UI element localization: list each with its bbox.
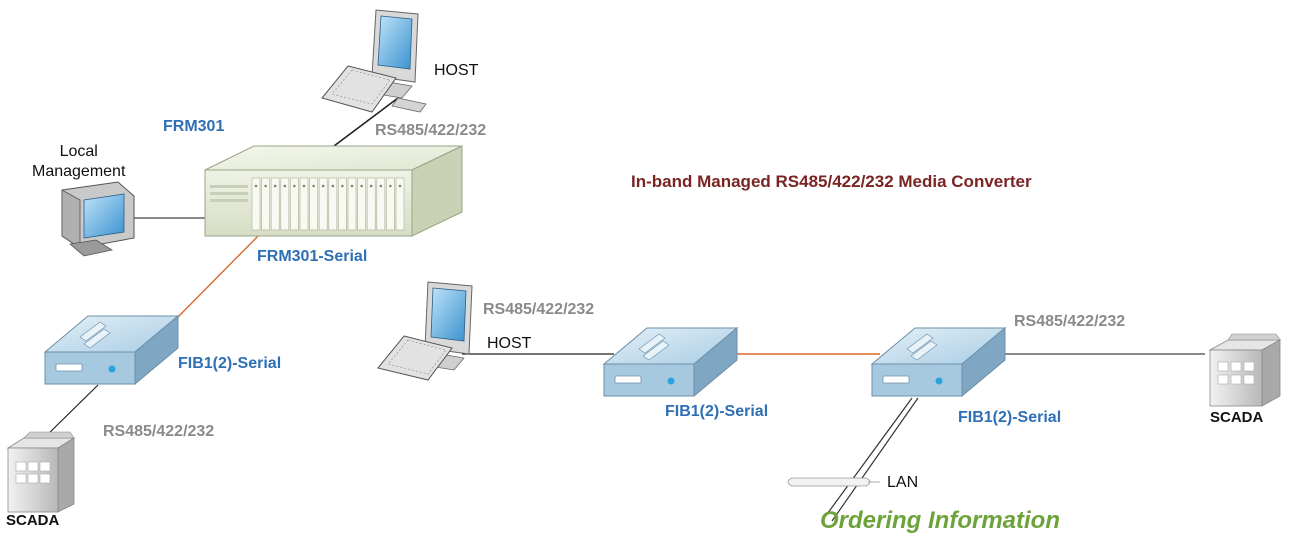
local-management-label: Local Management	[32, 143, 126, 180]
fib-converter-mid	[602, 326, 739, 398]
fib-converter-right	[870, 326, 1007, 398]
frm301-label: FRM301	[163, 118, 225, 135]
rs-host-mid-label: RS485/422/232	[483, 301, 595, 318]
frm301-slot-card	[280, 177, 290, 231]
frm301-slot-card	[318, 177, 328, 231]
ordering-information-heading: Ordering Information	[820, 507, 1060, 534]
frm301-slot-led	[398, 184, 402, 188]
frm301-slot-led	[273, 184, 277, 188]
link-fib-right-lan-1	[821, 397, 913, 522]
frm301-slot-led	[341, 184, 344, 188]
host-computer-top	[321, 9, 427, 113]
frm301-slot-card	[299, 177, 309, 231]
frm301-slot-led	[254, 184, 258, 188]
frm301-slot-card	[290, 177, 299, 231]
frm301-slot-led	[321, 184, 325, 188]
frm301-slot-card	[338, 177, 347, 231]
scada-left-label: SCADA	[6, 512, 60, 529]
frm301-slot-led	[283, 184, 287, 188]
rs-right-label: RS485/422/232	[1014, 313, 1126, 330]
frm301-chassis	[204, 145, 463, 237]
host-computer-mid	[377, 281, 473, 381]
rs-frm301-label: RS485/422/232	[375, 122, 487, 139]
frm301-slot-led	[379, 184, 383, 188]
frm301-slot-card	[395, 177, 405, 231]
frm301-slot-led	[264, 184, 267, 188]
frm301-slot-led	[350, 184, 354, 188]
fib-converter-left	[43, 314, 180, 386]
fiber-frm301-fib-left	[174, 231, 263, 321]
rs-scada-left-label: RS485/422/232	[103, 423, 215, 440]
frm301-slot-led	[360, 184, 363, 188]
frm301-slot-led	[293, 184, 296, 188]
connection-lines	[41, 97, 1205, 522]
host-mid-label: HOST	[487, 335, 532, 352]
frm301-slot-card	[357, 177, 366, 231]
frm301-slot-card	[376, 177, 386, 231]
frm301-serial-label: FRM301-Serial	[257, 248, 368, 265]
frm301-card-slots	[251, 177, 405, 231]
scada-right-label: SCADA	[1210, 409, 1264, 426]
frm301-slot-card	[328, 177, 338, 231]
link-fib-right-lan-2	[831, 397, 919, 522]
scada-building-left	[6, 431, 76, 513]
frm301-slot-card	[309, 177, 318, 231]
local-management-monitor	[61, 181, 135, 257]
frm301-slot-led	[369, 184, 373, 188]
fib-right-label: FIB1(2)-Serial	[958, 409, 1062, 426]
frm301-slot-card	[347, 177, 357, 231]
diagram-title: In-band Managed RS485/422/232 Media Conv…	[631, 172, 1032, 191]
host-top-label: HOST	[434, 62, 479, 79]
lan-label: LAN	[887, 474, 919, 491]
frm301-slot-card	[386, 177, 395, 231]
fib-left-label: FIB1(2)-Serial	[178, 355, 282, 372]
fib-mid-label: FIB1(2)-Serial	[665, 403, 769, 420]
frm301-slot-led	[302, 184, 306, 188]
frm301-slot-card	[366, 177, 376, 231]
frm301-slot-card	[261, 177, 270, 231]
lan-cable	[787, 477, 880, 487]
frm301-slot-led	[312, 184, 315, 188]
scada-building-right	[1208, 333, 1282, 407]
frm301-slot-card	[270, 177, 280, 231]
frm301-slot-led	[331, 184, 335, 188]
frm301-slot-card	[251, 177, 261, 231]
link-fib-left-scada	[41, 384, 99, 441]
frm301-slot-led	[389, 184, 392, 188]
